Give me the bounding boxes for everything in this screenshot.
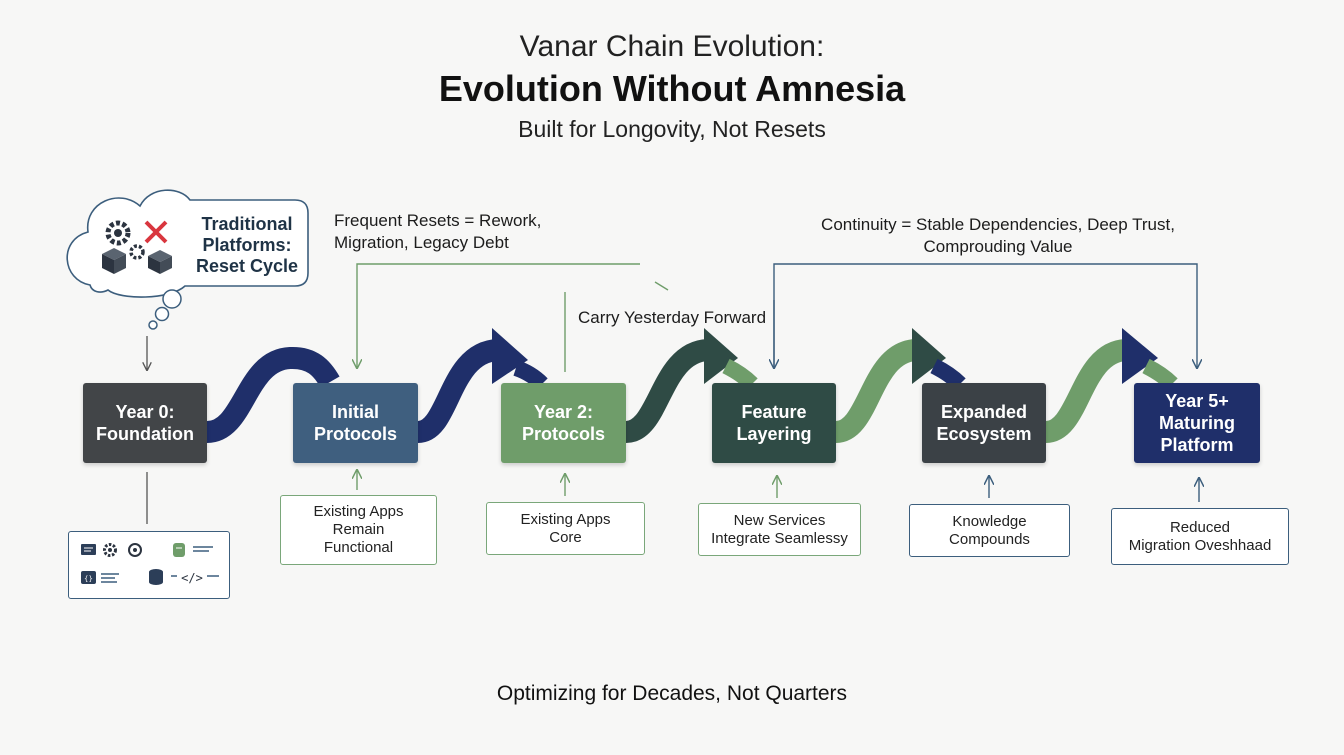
code-icon: </>: [171, 571, 219, 585]
continuity-annotation: Continuity = Stable Dependencies, Deep T…: [798, 214, 1198, 258]
gear-icon: [105, 545, 116, 556]
code-glyph: </>: [181, 571, 203, 585]
stage-year-0-foundation: Year 0:Foundation: [83, 383, 207, 463]
lines-icon: [193, 547, 213, 551]
resets-annotation: Frequent Resets = Rework, Migration, Leg…: [334, 210, 541, 254]
database-icon: [173, 543, 185, 557]
badge-icon: {}: [81, 571, 96, 584]
up-arrows: [357, 470, 1199, 502]
text-lines-icon: [101, 574, 119, 582]
refresh-icon: [129, 544, 141, 556]
stage-year-2-protocols: Year 2:Protocols: [501, 383, 626, 463]
traditional-platforms-label: Traditional Platforms: Reset Cycle: [192, 214, 302, 277]
carry-annotation: Carry Yesterday Forward: [578, 307, 766, 329]
window-icon: [81, 544, 96, 555]
legacy-tools-box: {} </>: [68, 531, 230, 599]
footer-tagline: Optimizing for Decades, Not Quarters: [0, 682, 1344, 706]
badge-text: {}: [84, 575, 93, 583]
reset-connector-tick: [655, 282, 668, 290]
database-icon: [149, 569, 163, 585]
